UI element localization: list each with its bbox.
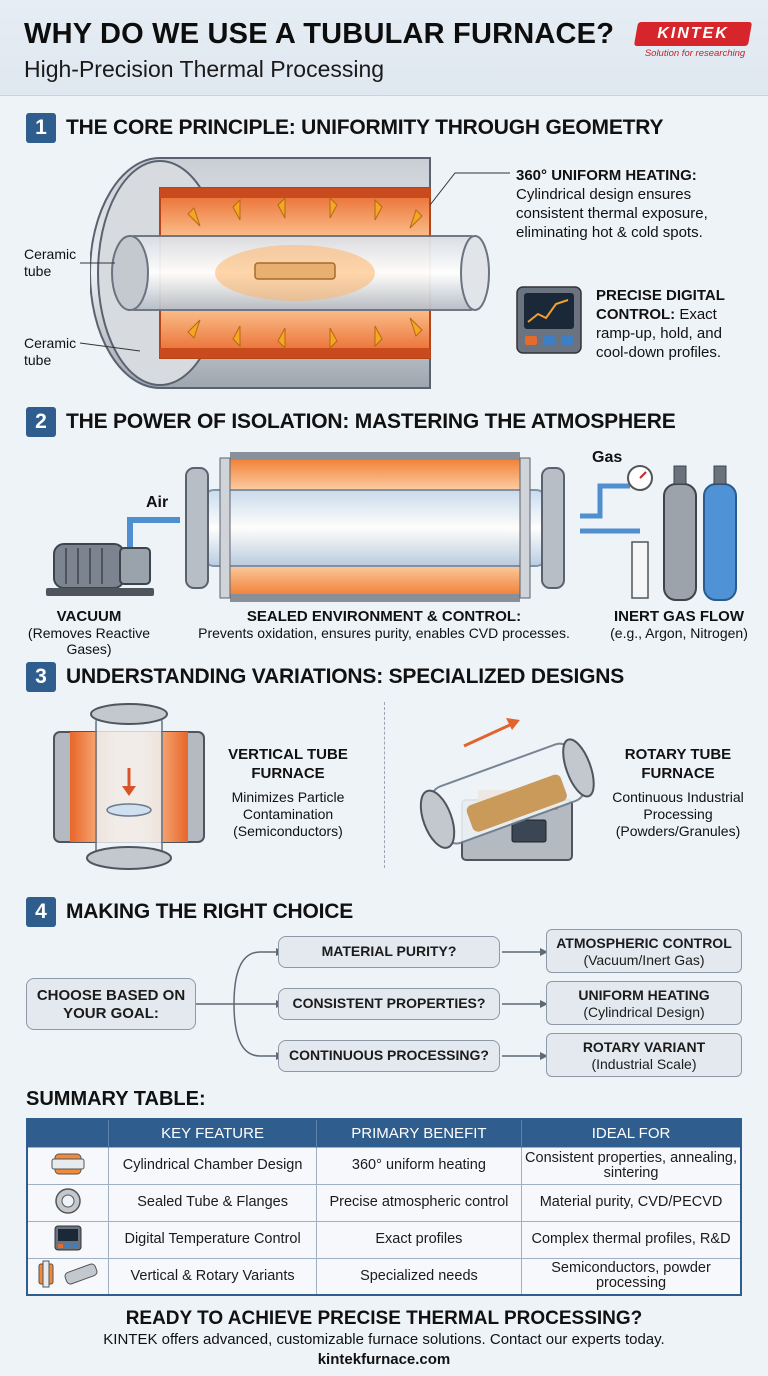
vacuum-caption: VACUUM (Removes Reactive Gases) bbox=[4, 608, 174, 657]
section1-leader-lines bbox=[79, 172, 510, 352]
ceramic-tube-label-lower: Ceramic tube bbox=[24, 335, 77, 368]
cylindrical-furnace-illustration bbox=[90, 157, 490, 389]
sealed-heading: SEALED ENVIRONMENT & CONTROL: bbox=[246, 608, 522, 625]
vacuum-text: (Removes Reactive Gases) bbox=[27, 625, 151, 657]
gas-cylinders-illustration bbox=[580, 465, 737, 601]
table-row: Digital Temperature Control Exact profil… bbox=[27, 1220, 741, 1258]
answer-text: (Vacuum/Inert Gas) bbox=[583, 952, 705, 968]
table-row-icon-cell bbox=[27, 1146, 110, 1184]
answer-heading: ROTARY VARIANT bbox=[582, 1039, 706, 1055]
vacuum-heading: VACUUM bbox=[56, 608, 122, 625]
choose-goal-box: CHOOSE BASED ON YOUR GOAL: bbox=[26, 978, 196, 1030]
table-row: Sealed Tube & Flanges Precise atmospheri… bbox=[27, 1183, 741, 1221]
table-row-icon-cell bbox=[27, 1220, 110, 1258]
table-row: Cylindrical Chamber Design 360° uniform … bbox=[27, 1146, 741, 1184]
table-header-benefit: PRIMARY BENEFIT bbox=[316, 1119, 523, 1147]
cta-text: KINTEK offers advanced, customizable fur… bbox=[103, 1331, 665, 1348]
uniform-heating-heading: 360° UNIFORM HEATING: bbox=[516, 167, 697, 184]
section3-divider bbox=[384, 702, 385, 868]
section-number-4: 4 bbox=[26, 897, 56, 927]
ceramic-tube-label-upper: Ceramic tube bbox=[24, 246, 77, 279]
cta-title: READY TO ACHIEVE PRECISE THERMAL PROCESS… bbox=[125, 1308, 643, 1329]
tube-furnace-icon bbox=[51, 1153, 85, 1174]
vertical-furnace-illustration bbox=[53, 703, 205, 870]
controller-icon bbox=[54, 1225, 82, 1250]
digital-control-heading: PRECISE DIGITAL CONTROL: bbox=[596, 287, 725, 323]
table-cell-benefit: Specialized needs bbox=[316, 1257, 523, 1295]
table-row-icon-cell bbox=[27, 1257, 110, 1295]
section-number-2: 2 bbox=[26, 407, 56, 437]
summary-table: KEY FEATURE PRIMARY BENEFIT IDEAL FOR Cy… bbox=[26, 1118, 742, 1296]
table-cell-ideal: Semiconductors, powder processing bbox=[521, 1257, 741, 1295]
inert-gas-caption: INERT GAS FLOW (e.g., Argon, Nitrogen) bbox=[594, 608, 764, 641]
table-cell-ideal: Material purity, CVD/PECVD bbox=[521, 1183, 741, 1221]
section-number-3: 3 bbox=[26, 662, 56, 692]
sealed-tube-illustration bbox=[185, 452, 565, 602]
table-cell-ideal: Complex thermal profiles, R&D bbox=[521, 1220, 741, 1258]
section-title-4: MAKING THE RIGHT CHOICE bbox=[66, 900, 354, 923]
section-title-1: THE CORE PRINCIPLE: UNIFORMITY THROUGH G… bbox=[66, 116, 664, 139]
table-cell-feature: Cylindrical Chamber Design bbox=[108, 1146, 317, 1184]
section-title-2: THE POWER OF ISOLATION: MASTERING THE AT… bbox=[66, 410, 676, 433]
answer-atmospheric-control: ATMOSPHERIC CONTROL (Vacuum/Inert Gas) bbox=[546, 929, 742, 973]
vertical-furnace-text: Minimizes Particle Contamination (Semico… bbox=[231, 789, 345, 839]
answer-text: (Cylindrical Design) bbox=[583, 1004, 705, 1020]
table-header-row: KEY FEATURE PRIMARY BENEFIT IDEAL FOR bbox=[27, 1119, 741, 1147]
flange-icon bbox=[55, 1187, 81, 1214]
brand-tagline: Solution for researching bbox=[644, 48, 746, 59]
digital-controller-icon bbox=[516, 286, 582, 354]
vertical-furnace-heading: VERTICAL TUBE FURNACE bbox=[228, 746, 348, 782]
table-cell-feature: Sealed Tube & Flanges bbox=[108, 1183, 317, 1221]
answer-heading: ATMOSPHERIC CONTROL bbox=[556, 935, 732, 951]
cta-website-link[interactable]: kintekfurnace.com bbox=[317, 1351, 451, 1368]
table-row-icon-cell bbox=[27, 1183, 110, 1221]
question-continuous-processing: CONTINUOUS PROCESSING? bbox=[278, 1040, 500, 1072]
gas-label: Gas bbox=[592, 449, 623, 466]
table-cell-ideal: Consistent properties, annealing, sinter… bbox=[521, 1146, 741, 1184]
page-subtitle: High-Precision Thermal Processing bbox=[24, 56, 385, 82]
section-title-3: UNDERSTANDING VARIATIONS: SPECIALIZED DE… bbox=[66, 665, 625, 688]
page-title: WHY DO WE USE A TUBULAR FURNACE? bbox=[24, 18, 615, 50]
rotary-furnace-heading: ROTARY TUBE FURNACE bbox=[624, 746, 732, 782]
rotary-furnace-illustration bbox=[419, 718, 595, 861]
summary-table-title: SUMMARY TABLE: bbox=[26, 1088, 206, 1110]
digital-control-text: Exact ramp-up, hold, and cool-down profi… bbox=[596, 306, 722, 361]
digital-control-callout: PRECISE DIGITAL CONTROL: Exact ramp-up, … bbox=[596, 286, 756, 362]
uniform-heating-text: Cylindrical design ensures consistent th… bbox=[516, 186, 708, 241]
question-consistent-properties: CONSISTENT PROPERTIES? bbox=[278, 988, 500, 1020]
rotary-furnace-text: Continuous Industrial Processing (Powder… bbox=[612, 789, 744, 839]
variants-icon bbox=[38, 1260, 98, 1288]
section-number-1: 1 bbox=[26, 113, 56, 143]
vacuum-pump-illustration bbox=[46, 517, 180, 596]
answer-heading: UNIFORM HEATING bbox=[578, 987, 710, 1003]
uniform-heating-callout: 360° UNIFORM HEATING: Cylindrical design… bbox=[516, 166, 752, 242]
answer-text: (Industrial Scale) bbox=[591, 1056, 697, 1072]
table-header-feature: KEY FEATURE bbox=[108, 1119, 317, 1147]
vertical-furnace-caption: VERTICAL TUBE FURNACE Minimizes Particle… bbox=[226, 745, 350, 840]
table-row: Vertical & Rotary Variants Specialized n… bbox=[27, 1257, 741, 1295]
inert-gas-text: (e.g., Argon, Nitrogen) bbox=[610, 625, 748, 641]
sealed-caption: SEALED ENVIRONMENT & CONTROL: Prevents o… bbox=[186, 608, 582, 641]
answer-rotary-variant: ROTARY VARIANT (Industrial Scale) bbox=[546, 1033, 742, 1077]
answer-uniform-heating: UNIFORM HEATING (Cylindrical Design) bbox=[546, 981, 742, 1025]
inert-gas-heading: INERT GAS FLOW bbox=[614, 608, 744, 625]
table-cell-feature: Digital Temperature Control bbox=[108, 1220, 317, 1258]
brand-logo-text: KINTEK bbox=[657, 25, 729, 42]
sealed-text: Prevents oxidation, ensures purity, enab… bbox=[198, 625, 570, 641]
table-cell-benefit: Precise atmospheric control bbox=[316, 1183, 523, 1221]
rotary-furnace-caption: ROTARY TUBE FURNACE Continuous Industria… bbox=[606, 745, 750, 840]
header-banner bbox=[0, 0, 768, 96]
table-header-icon bbox=[27, 1119, 110, 1147]
table-header-ideal: IDEAL FOR bbox=[521, 1119, 741, 1147]
table-cell-benefit: 360° uniform heating bbox=[316, 1146, 523, 1184]
table-cell-benefit: Exact profiles bbox=[316, 1220, 523, 1258]
question-material-purity: MATERIAL PURITY? bbox=[278, 936, 500, 968]
air-label: Air bbox=[146, 494, 169, 511]
table-cell-feature: Vertical & Rotary Variants bbox=[108, 1257, 317, 1295]
